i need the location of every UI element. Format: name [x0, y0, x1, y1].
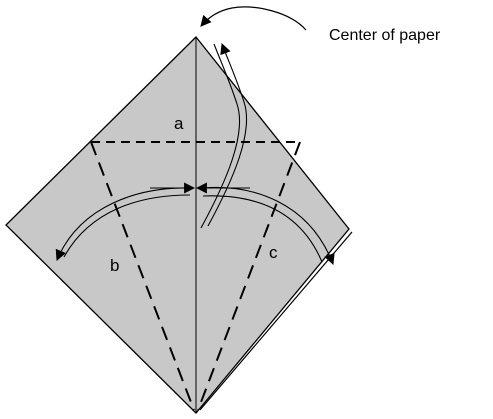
- fold-line-b: [90, 141, 195, 411]
- label-b: b: [110, 256, 119, 275]
- pointer-arrow-icon: [200, 6, 307, 31]
- fold-line-c: [197, 141, 301, 411]
- fold-arrow-top-icon: [200, 42, 248, 229]
- label-a: a: [174, 114, 184, 133]
- callout-label: Center of paper: [329, 27, 441, 44]
- fold-arrow-right-icon: [195, 182, 335, 266]
- label-c: c: [269, 243, 278, 262]
- fold-arrow-left-icon: [55, 182, 196, 262]
